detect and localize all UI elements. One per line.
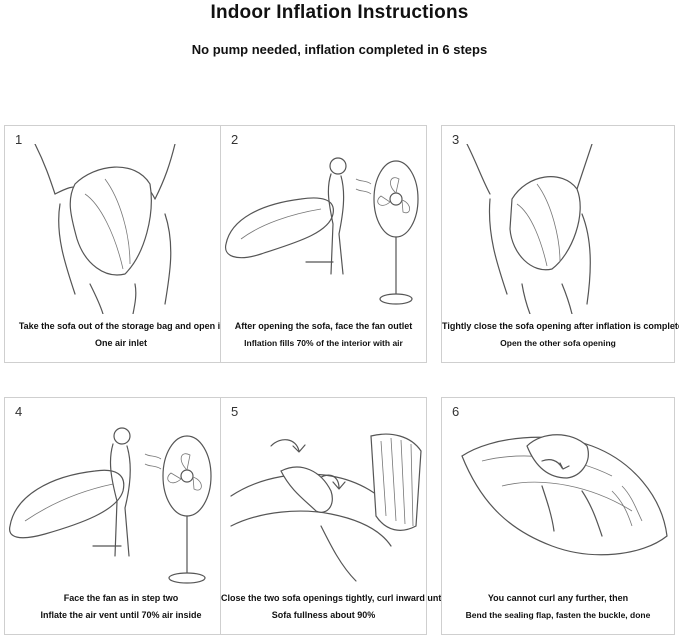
step-card-2: 2 After opening the sofa, face the fan o… — [220, 125, 427, 363]
page-title: Indoor Inflation Instructions — [0, 2, 679, 24]
step-card-1: 1 Take the sofa out of the storage bag a… — [4, 125, 238, 363]
step-caption-primary: After opening the sofa, face the fan out… — [221, 321, 426, 331]
close-opening-illustration — [442, 144, 674, 314]
step-caption-secondary: Bend the sealing flap, fasten the buckle… — [442, 610, 674, 620]
step-caption-secondary: Sofa fullness about 90% — [221, 610, 426, 620]
step-caption-secondary: Inflate the air vent until 70% air insid… — [5, 610, 237, 620]
step-caption-primary: Close the two sofa openings tightly, cur… — [221, 593, 426, 603]
step-card-5: 5 Close the two sofa openings tightly, c… — [220, 397, 427, 635]
step-caption-primary: You cannot curl any further, then — [442, 593, 674, 603]
step-caption-secondary: One air inlet — [5, 338, 237, 348]
step-card-3: 3 Tightly close the sofa opening after i… — [441, 125, 675, 363]
step-caption-primary: Take the sofa out of the storage bag and… — [5, 321, 237, 331]
open-bag-illustration — [5, 144, 237, 314]
page-subtitle: No pump needed, inflation completed in 6… — [0, 42, 679, 57]
step-caption-primary: Tightly close the sofa opening after inf… — [442, 321, 674, 331]
curl-inward-illustration — [221, 416, 426, 586]
inflate-with-fan-illustration — [221, 144, 426, 314]
step-caption-primary: Face the fan as in step two — [5, 593, 237, 603]
step-card-6: 6 You cannot curl any further, then Bend… — [441, 397, 675, 635]
step-card-4: 4 Face the fan as in step two Inflate th… — [4, 397, 238, 635]
step-caption-secondary: Open the other sofa opening — [442, 338, 674, 348]
inflate-again-illustration — [5, 416, 237, 586]
step-caption-secondary: Inflation fills 70% of the interior with… — [221, 338, 426, 348]
fasten-buckle-illustration — [442, 416, 674, 586]
